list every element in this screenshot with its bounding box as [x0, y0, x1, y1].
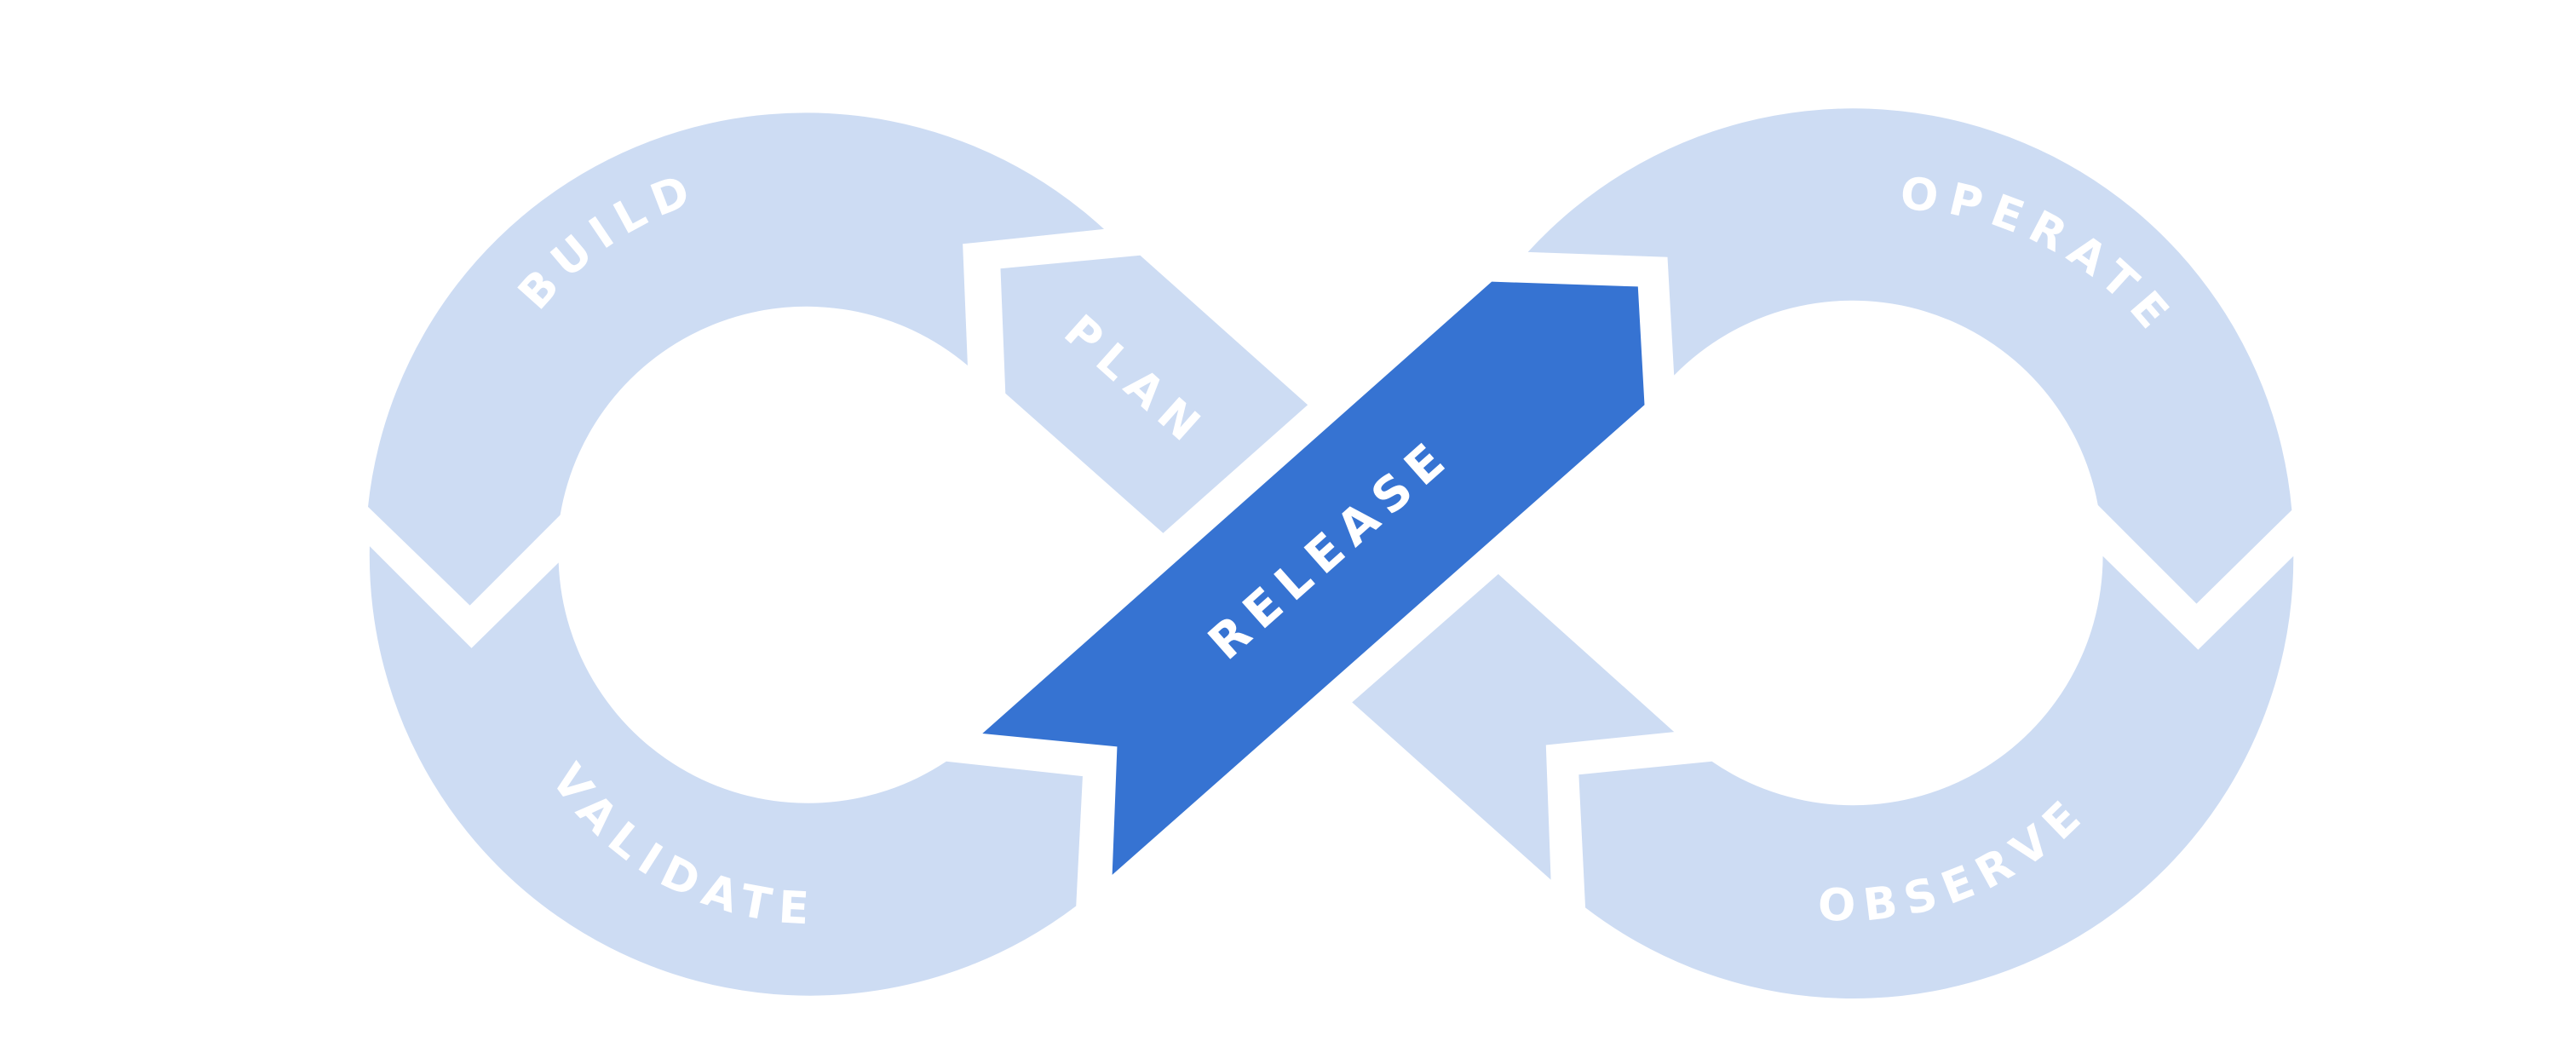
- observe-segment: [1578, 555, 2294, 999]
- build-segment: [368, 112, 1104, 606]
- release-segment: [982, 281, 1645, 875]
- operate-segment: [1527, 108, 2292, 604]
- plan-segment: [1000, 255, 1308, 533]
- observe-arrow-segment: [1352, 573, 1675, 880]
- validate-segment: [369, 546, 1083, 996]
